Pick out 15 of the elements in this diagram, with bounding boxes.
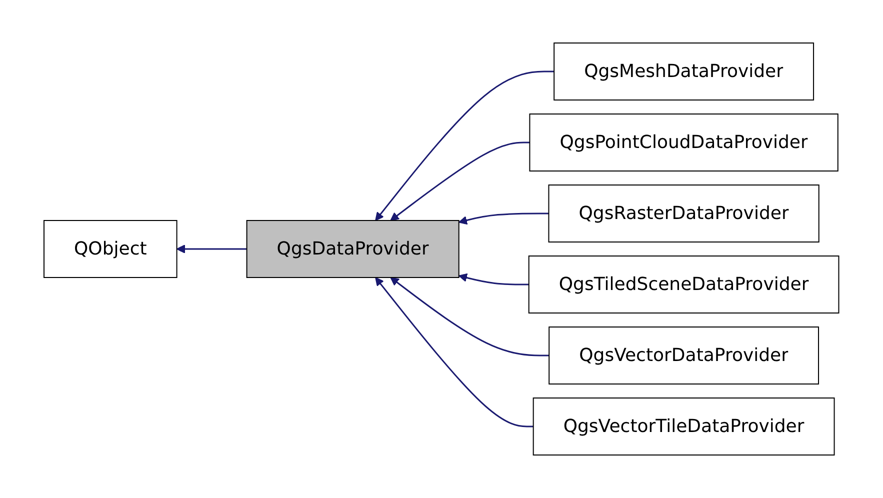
node-box: QgsVectorDataProvider <box>548 326 820 384</box>
node-box: QgsVectorTileDataProvider <box>532 398 835 456</box>
node-box: QgsMeshDataProvider <box>554 42 814 100</box>
arrow <box>176 244 247 254</box>
arrow <box>375 277 534 428</box>
node-box: QObject <box>44 220 178 278</box>
arrow <box>458 273 529 286</box>
arrow <box>458 212 549 225</box>
arrow <box>390 142 530 221</box>
node-box: QgsTiledSceneDataProvider <box>528 256 840 314</box>
node-box: QgsRasterDataProvider <box>548 184 820 242</box>
arrow <box>375 70 554 221</box>
arrow <box>390 277 550 356</box>
node-box: QgsPointCloudDataProvider <box>529 114 839 172</box>
node-box: QgsDataProvider <box>246 220 460 278</box>
